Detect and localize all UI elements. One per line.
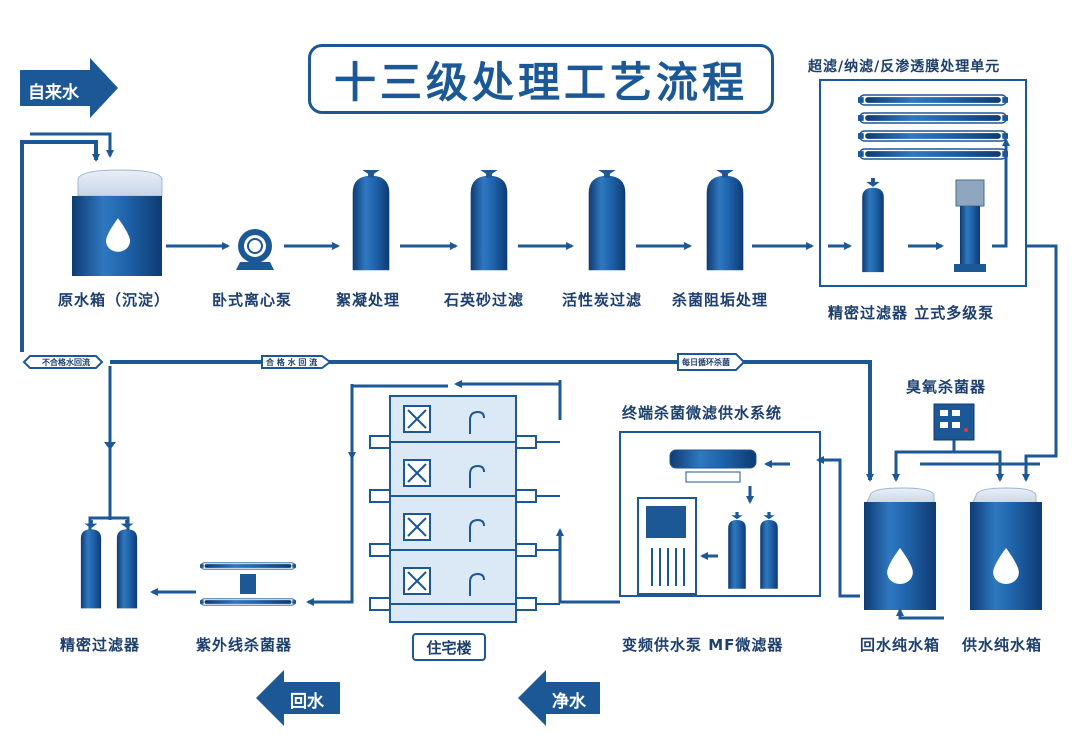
mf-filter-1-icon [728,512,746,589]
clean-water-arrow [518,670,600,726]
label-terminal-system: 终端杀菌微滤供水系统 [622,404,783,422]
precision-filter-right-icon [116,520,138,609]
membrane-tube-1 [858,94,1008,106]
carbon-tower-icon [588,170,626,271]
membrane-unit-title: 超滤/纳滤/反渗透膜处理单元 [808,59,1001,75]
control-cabinet-icon [637,497,697,595]
building-pipes [306,380,620,606]
membrane-unit-pipes [828,138,1010,250]
pipe-label-daily: 每日循环杀菌 [682,358,730,367]
return-pure-tank [864,487,936,610]
pipe-inlet-feed [30,132,114,158]
label-quartz-sand: 石英砂过滤 [444,291,525,309]
quartz-sand-tower-icon [470,170,508,271]
multistage-pump-icon [954,179,986,272]
label-building: 住宅楼 [412,633,486,661]
residential-building-icon [369,395,560,623]
precision-filter-left-icon [80,520,102,609]
return-water-label: 回水 [290,692,324,712]
mf-filter-2-icon [760,512,778,589]
pipe-label-qualified: 合 格 水 回 流 [266,358,318,367]
label-centrifugal-pump: 卧式离心泵 [212,291,293,309]
supply-pure-tank [970,487,1042,610]
uv-unit-top-icon [669,449,757,483]
label-terminal-parts: 变频供水泵 MF微滤器 [622,636,784,654]
membrane-tube-3 [858,130,1008,142]
pipe-main-return [110,360,874,482]
clean-water-label: 净水 [552,692,586,712]
pipe-inlet-loop [20,140,100,352]
label-activated-carbon: 活性炭过滤 [562,291,643,309]
label-raw-tank: 原水箱（沉淀） [58,291,171,309]
label-return-tank: 回水纯水箱 [860,636,941,654]
pipe-to-supply-tank [1022,244,1058,482]
label-flocculation: 絮凝处理 [336,291,401,309]
membrane-tube-4 [858,148,1008,160]
page-title: 十三级处理工艺流程 [308,44,774,114]
membrane-unit-box [819,79,1027,287]
label-uv: 紫外线杀菌器 [196,636,293,654]
tag-unqualified [22,355,104,369]
pipe-tank-link [896,608,944,620]
raw-water-tank [72,169,163,276]
label-ozone: 臭氧杀菌器 [906,378,987,396]
terminal-pipes [700,456,860,598]
label-supply-tank: 供水纯水箱 [962,636,1043,654]
tag-qualified [261,355,332,369]
label-precision-filter: 精密过滤器 [60,636,141,654]
label-sterilize-scale: 杀菌阻垢处理 [672,291,769,309]
membrane-tube-2 [858,112,1008,124]
precision-filter-icon [862,178,884,273]
membrane-unit-labels: 精密过滤器 立式多级泵 [828,304,995,322]
inlet-arrow [20,58,118,118]
sterilize-tower-icon [706,170,744,271]
flocculation-tower-icon [352,170,390,271]
centrifugal-pump-icon [236,229,274,270]
uv-sterilizer-icon [200,561,296,607]
tag-daily [677,353,746,371]
arrow-up-icon [104,442,116,450]
ozone-sterilizer-icon [933,403,975,441]
inlet-label: 自来水 [28,83,79,103]
pipe-label-unqualified: 不合格水回流 [42,358,90,367]
ozone-pipes [892,440,1040,482]
return-water-arrow [256,670,340,726]
